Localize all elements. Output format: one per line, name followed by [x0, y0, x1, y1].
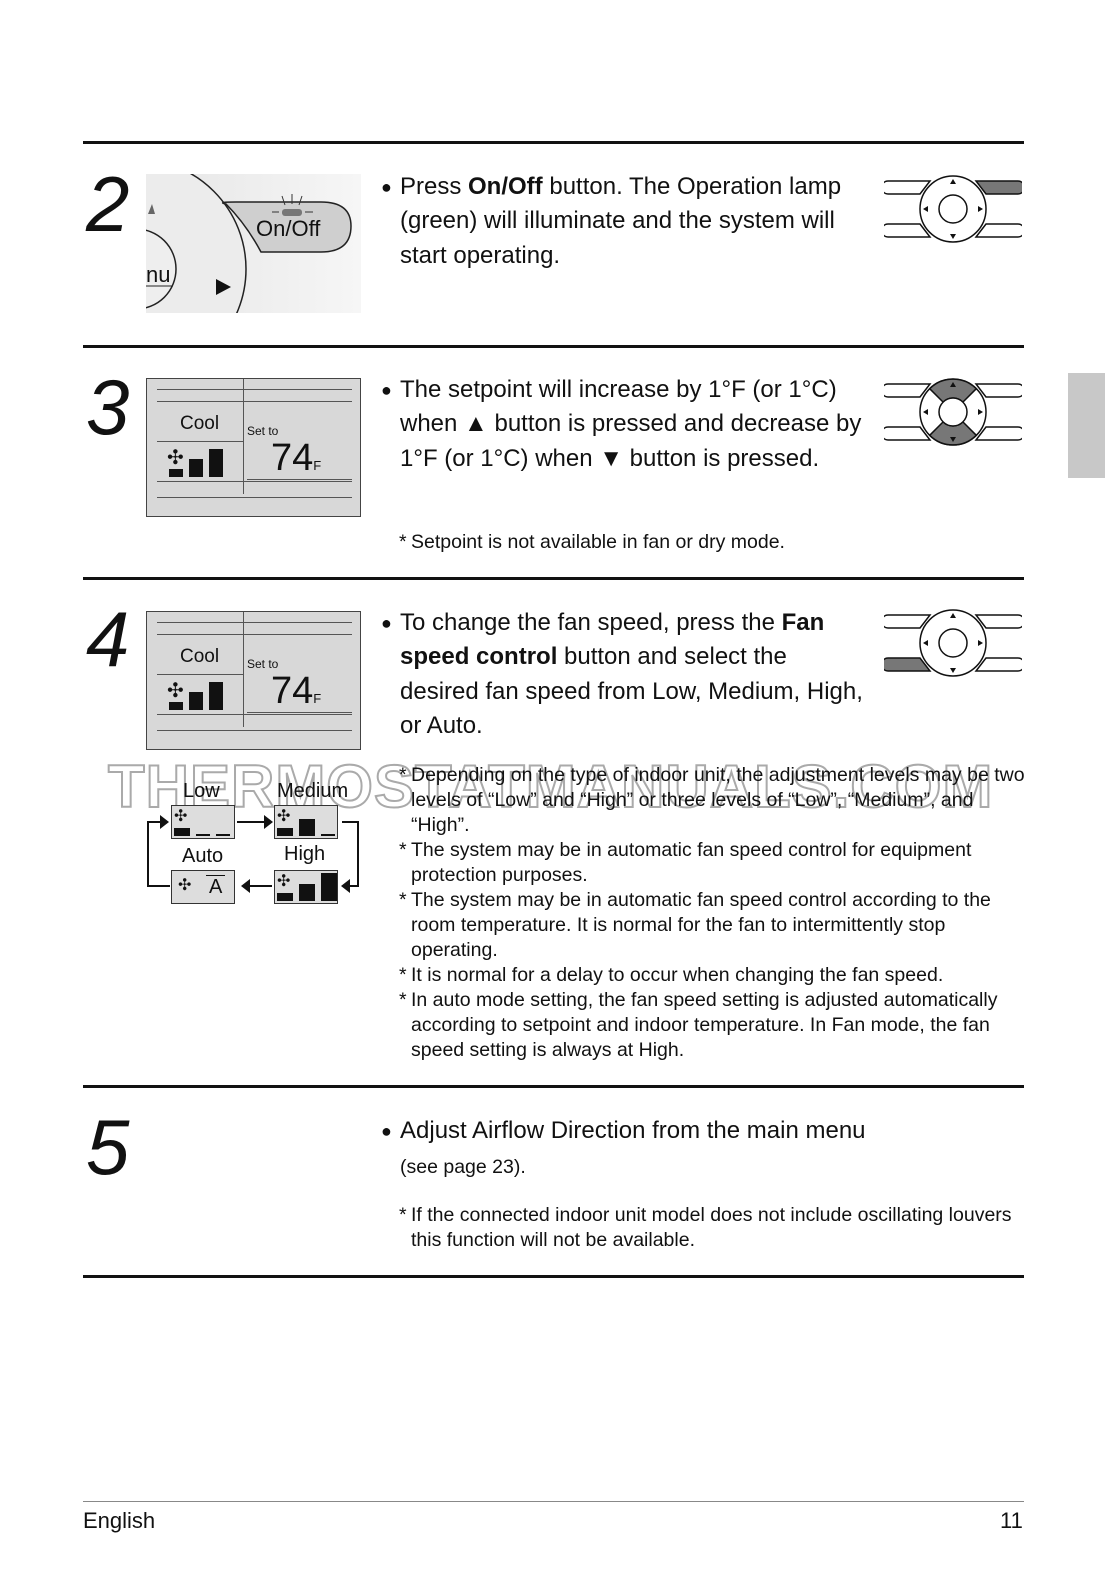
mode-label: Cool: [180, 646, 220, 667]
step-4-instruction: ●To change the fan speed, press the Fan …: [381, 609, 863, 740]
step-number: 2: [86, 160, 130, 248]
fan-auto-box: ✣A: [171, 870, 235, 904]
footer-language: English: [83, 1508, 156, 1533]
footer-divider: [83, 1501, 1024, 1502]
step-5-notes: *If the connected indoor unit model does…: [399, 1204, 1012, 1251]
lcd-display: Cool Set to 74F ✣: [146, 378, 361, 517]
fan-icon: ✣: [167, 447, 184, 469]
fan-low-label: Low: [183, 780, 220, 802]
divider: [83, 1085, 1024, 1088]
lcd-display: Cool Set to 74F ✣: [146, 611, 361, 750]
page-reference: (see page 23).: [400, 1156, 526, 1178]
fan-high-box: ✣: [274, 870, 338, 904]
onoff-button-illustration: On/Off nu: [146, 174, 361, 313]
mode-label: Cool: [180, 413, 220, 434]
fan-medium-label: Medium: [277, 780, 349, 802]
step-5-instruction: ●Adjust Airflow Direction from the main …: [381, 1117, 866, 1144]
step-4-notes: *Depending on the type of indoor unit, t…: [399, 764, 1025, 1061]
step-3-notes: *Setpoint is not available in fan or dry…: [399, 531, 785, 553]
page-number: 11: [1000, 1508, 1023, 1533]
fan-medium-box: ✣: [274, 805, 338, 839]
divider: [83, 345, 1024, 348]
set-to-label: Set to: [247, 424, 279, 438]
fan-high-label: High: [284, 843, 326, 865]
divider: [83, 577, 1024, 580]
divider: [83, 1275, 1024, 1278]
step-3-instruction: ●The setpoint will increase by 1°F (or 1…: [381, 376, 862, 472]
section-tab: [1068, 373, 1105, 478]
fan-icon: ✣: [167, 680, 184, 702]
set-to-label: Set to: [247, 657, 279, 671]
fan-low-box: ✣: [171, 805, 235, 839]
onoff-label: On/Off: [256, 216, 321, 241]
remote-onoff-highlight-icon: [884, 175, 1022, 243]
setpoint-temp: 74F: [271, 437, 322, 479]
divider: [83, 141, 1024, 144]
step-number: 4: [86, 595, 130, 683]
cycle-arrows: [147, 815, 359, 893]
menu-label-fragment: nu: [146, 262, 171, 287]
setpoint-temp: 74F: [271, 670, 322, 712]
remote-fanspeed-highlight-icon: [884, 609, 1022, 677]
fan-auto-label: Auto: [182, 845, 224, 867]
remote-updown-highlight-icon: [884, 378, 1022, 446]
step-2-instruction: ●Press On/Off button. The Operation lamp…: [381, 173, 842, 269]
watermark: THERMOSTATMANUALS.COM: [107, 752, 994, 821]
step-number: 5: [86, 1103, 130, 1191]
step-number: 3: [86, 363, 130, 451]
